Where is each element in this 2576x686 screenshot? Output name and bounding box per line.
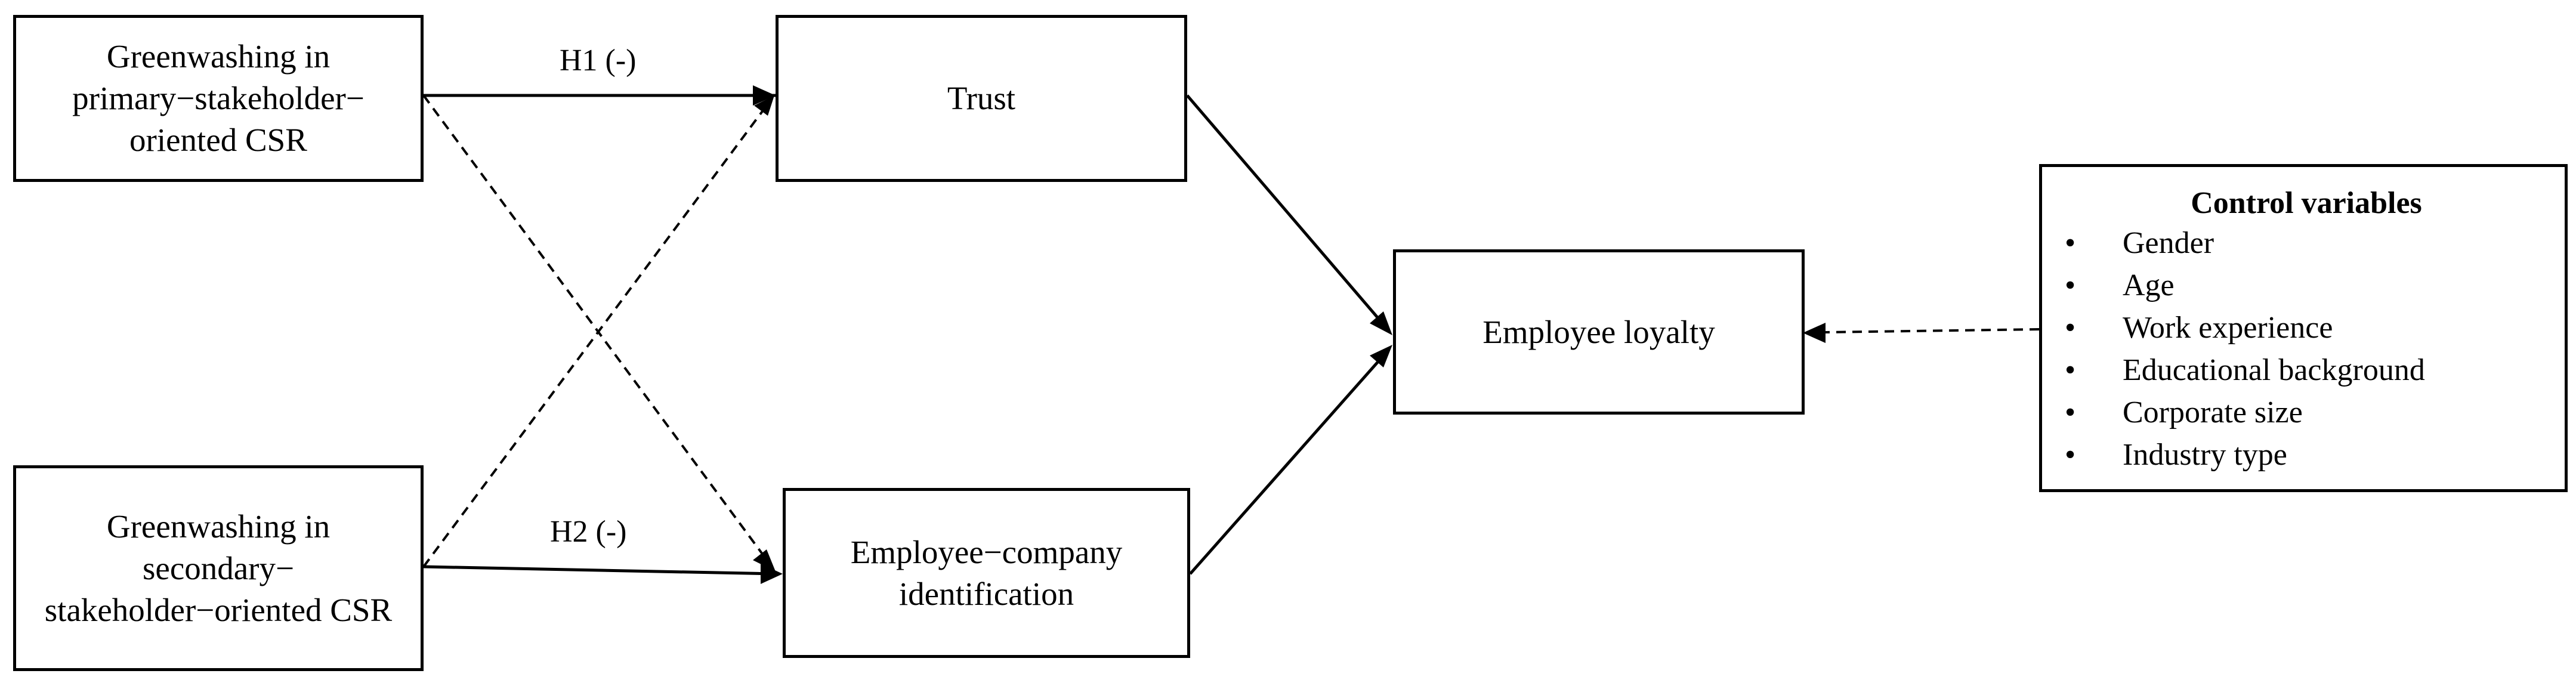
node-loyalty-text: Employee loyalty (1482, 313, 1715, 350)
node-greenwashing-primary-text: Greenwashing in primary−stakeholder− ori… (72, 38, 365, 158)
control-variable-item: •Gender (2060, 222, 2553, 264)
bullet-icon: • (2065, 311, 2076, 345)
arrow-gwsecondary-identification (423, 564, 783, 584)
bullet-icon: • (2065, 353, 2076, 387)
node-trust: Trust (776, 15, 1187, 182)
control-variables-title: Control variables (2191, 186, 2422, 220)
node-identification-text: Employee−company identification (850, 533, 1123, 612)
bullet-icon: • (2065, 268, 2076, 302)
node-employee-loyalty: Employee loyalty (1393, 249, 1805, 415)
hypothesis-h1-label: H1 (-) (560, 44, 637, 78)
arrow-gwprimary-identification (422, 94, 776, 571)
control-variables-list: •Gender •Age •Work experience •Education… (2060, 222, 2553, 476)
arrow-gwsecondary-trust (422, 95, 774, 568)
node-greenwashing-secondary: Greenwashing in secondary− stakeholder−o… (13, 465, 424, 671)
arrow-identification-loyalty (1189, 345, 1392, 575)
control-variable-item: •Educational background (2060, 349, 2553, 391)
control-variable-item: •Corporate size (2060, 391, 2553, 434)
node-greenwashing-secondary-text: Greenwashing in secondary− stakeholder−o… (44, 508, 393, 628)
hypothesis-h2-label: H2 (-) (550, 515, 627, 549)
control-variable-item: •Industry type (2060, 434, 2553, 476)
arrow-gwprimary-trust (424, 85, 776, 106)
arrow-trust-loyalty (1186, 94, 1392, 335)
node-trust-text: Trust (947, 80, 1016, 116)
arrow-controls-loyalty (1803, 323, 2040, 343)
control-variable-item: •Work experience (2060, 307, 2553, 349)
node-employee-company-identification: Employee−company identification (783, 488, 1190, 658)
bullet-icon: • (2065, 438, 2076, 472)
bullet-icon: • (2065, 395, 2076, 429)
control-variable-item: •Age (2060, 264, 2553, 307)
control-variables-box: Control variables •Gender •Age •Work exp… (2039, 164, 2568, 492)
node-greenwashing-primary: Greenwashing in primary−stakeholder− ori… (13, 15, 424, 182)
bullet-icon: • (2065, 226, 2076, 260)
